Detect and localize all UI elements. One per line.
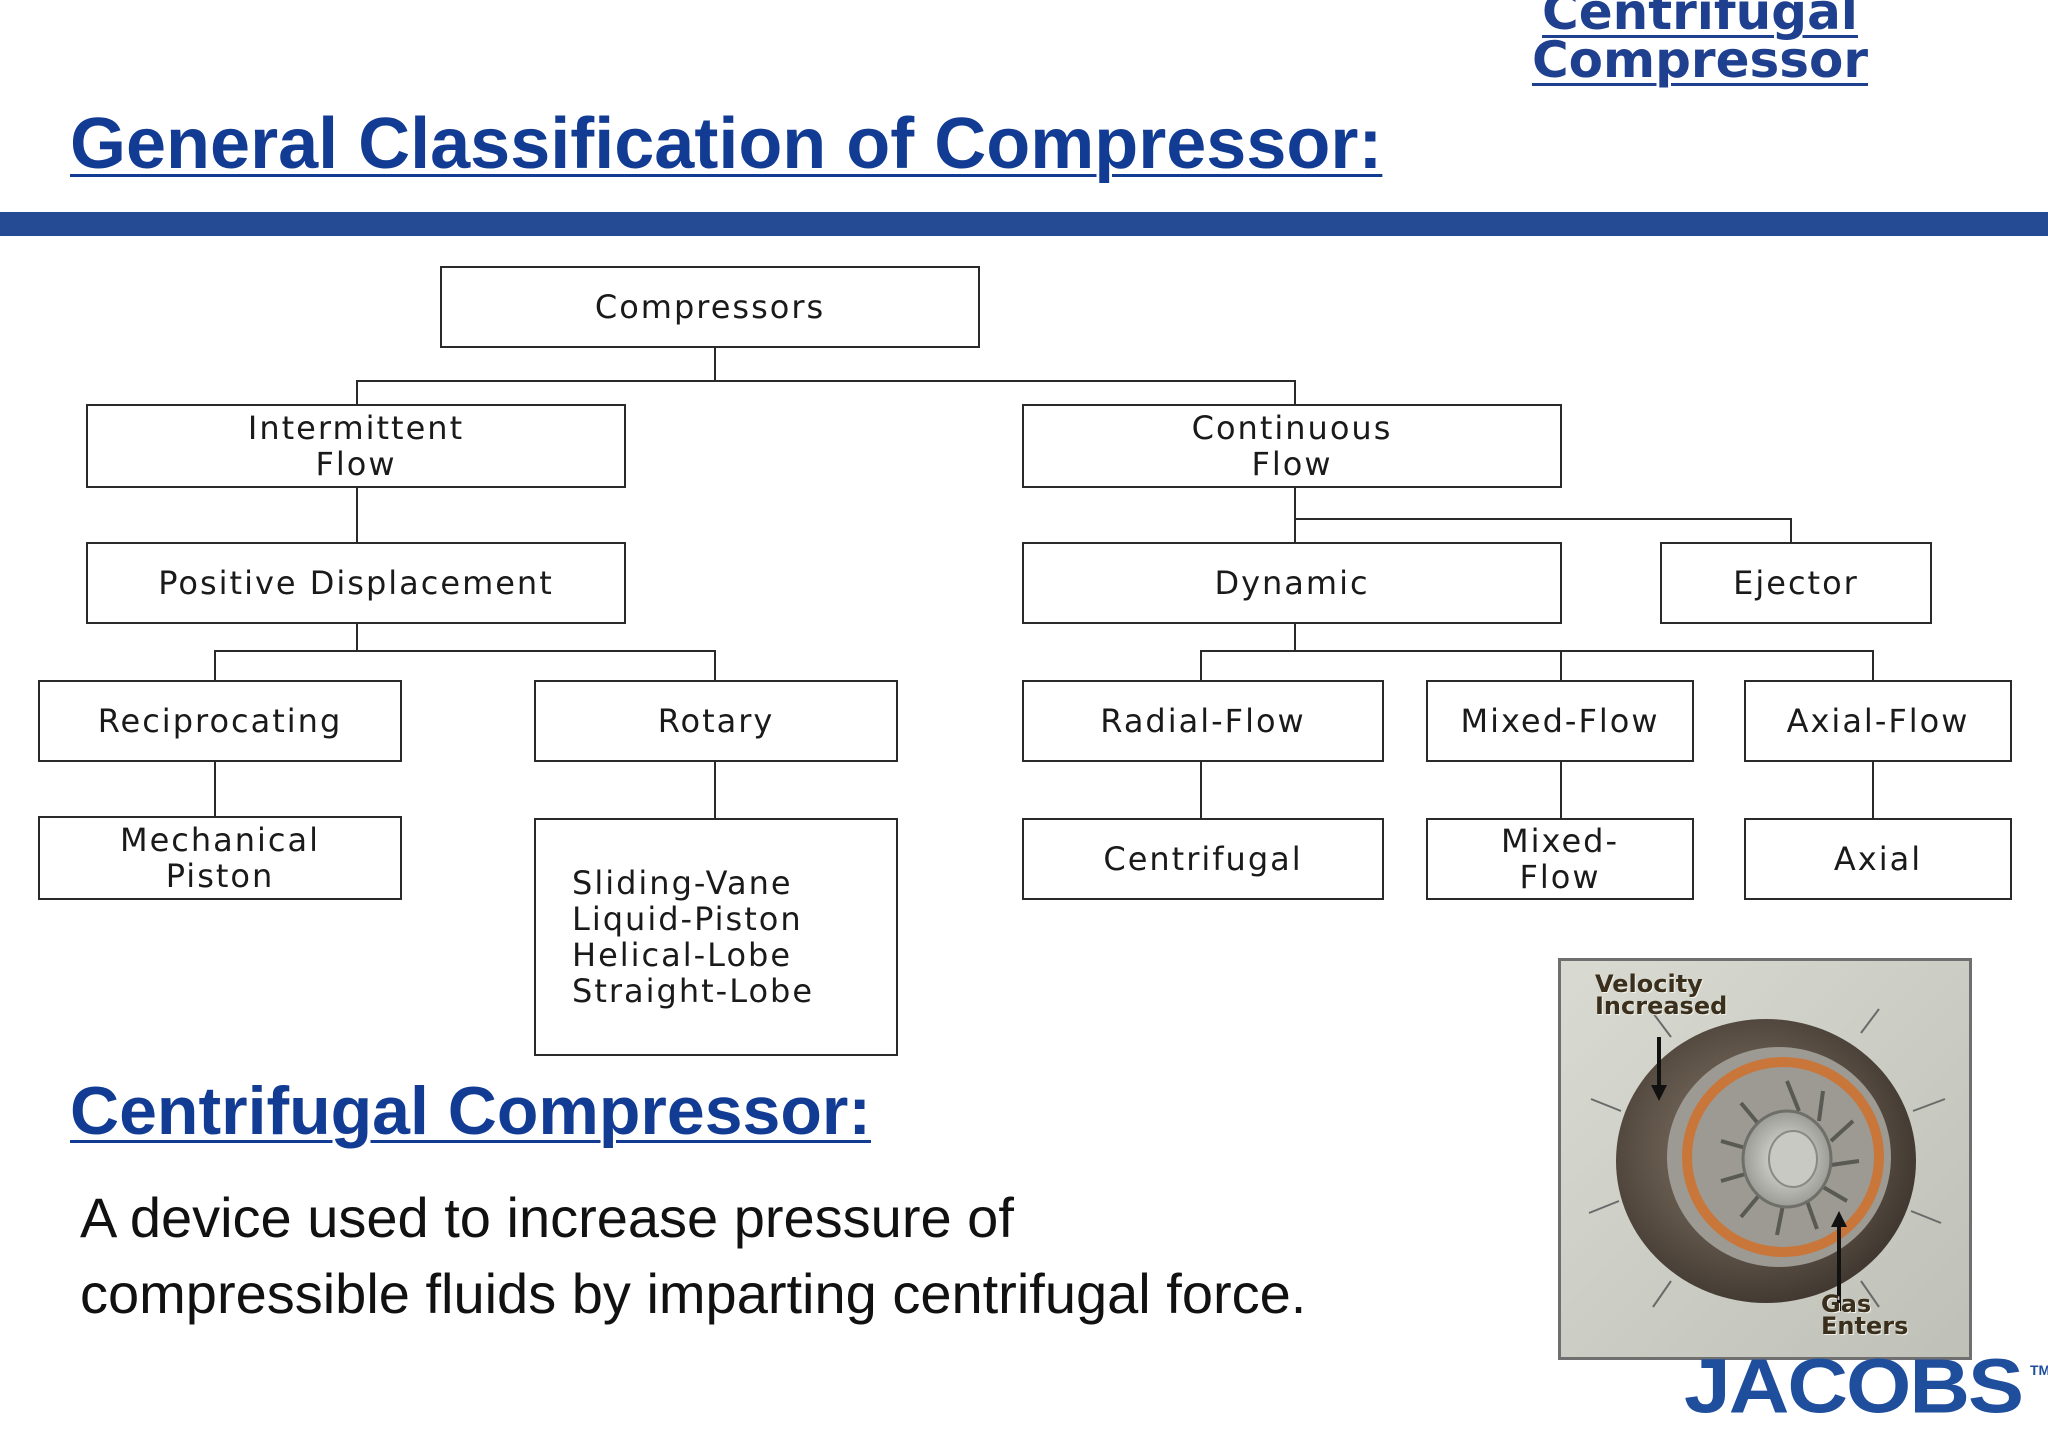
gas-enters-label: Gas Enters	[1821, 1290, 1909, 1340]
node-ejector: Ejector	[1660, 542, 1932, 624]
node-axial: Axial	[1744, 818, 2012, 900]
impeller-image: Velocity Increased Gas Enters	[1558, 958, 1972, 1360]
node-mechanical-piston: Mechanical Piston	[38, 816, 402, 900]
gas-label-line2: Enters	[1821, 1312, 1909, 1340]
node-compressors: Compressors	[440, 266, 980, 348]
top-link-line2[interactable]: Compressor	[1531, 31, 1869, 89]
node-intermittent-flow: Intermittent Flow	[86, 404, 626, 488]
node-reciprocating: Reciprocating	[38, 680, 402, 762]
node-positive-displacement: Positive Displacement	[86, 542, 626, 624]
trademark-mark: TM	[2030, 1362, 2048, 1378]
velocity-increased-label: Velocity Increased	[1595, 970, 1728, 1020]
top-link-line1[interactable]: Centrifugal	[1542, 0, 1858, 41]
section-description: A device used to increase pressure of co…	[80, 1180, 1306, 1332]
impeller-illustration	[1588, 1008, 1946, 1311]
node-axial-flow: Axial-Flow	[1744, 680, 2012, 762]
page-title: General Classification of Compressor:	[70, 104, 1383, 184]
section-heading: Centrifugal Compressor:	[70, 1073, 871, 1149]
node-rotary: Rotary	[534, 680, 898, 762]
node-radial-flow: Radial-Flow	[1022, 680, 1384, 762]
gas-label-line1: Gas	[1821, 1290, 1872, 1318]
velocity-label-line1: Velocity	[1595, 970, 1703, 998]
node-continuous-flow: Continuous Flow	[1022, 404, 1562, 488]
centrifugal-compressor-link[interactable]: Centrifugal Compressor	[1500, 0, 1900, 89]
header-divider	[0, 212, 2048, 236]
node-rotary-types: Sliding-Vane Liquid-Piston Helical-Lobe …	[534, 818, 898, 1056]
node-dynamic: Dynamic	[1022, 542, 1562, 624]
node-mixed-flow-leaf: Mixed- Flow	[1426, 818, 1694, 900]
node-centrifugal: Centrifugal	[1022, 818, 1384, 900]
node-mixed-flow: Mixed-Flow	[1426, 680, 1694, 762]
description-line1: A device used to increase pressure of	[80, 1186, 1014, 1249]
jacobs-logo: JACOBS	[1684, 1342, 2024, 1429]
description-line2: compressible fluids by imparting centrif…	[80, 1262, 1307, 1325]
velocity-label-line2: Increased	[1595, 992, 1728, 1020]
